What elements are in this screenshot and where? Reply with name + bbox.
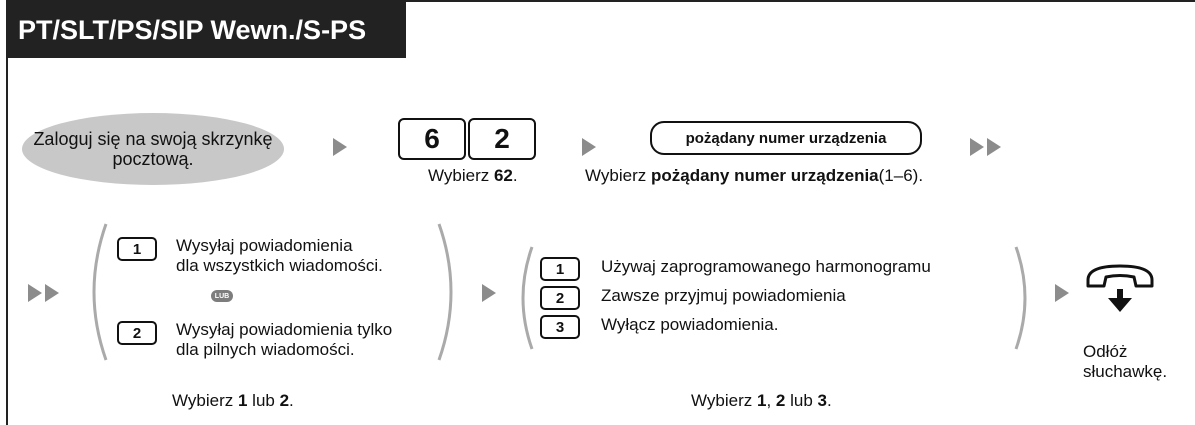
arrow-right-icon xyxy=(333,138,347,156)
option-key-3: 3 xyxy=(540,315,580,339)
caption-bold: 1 xyxy=(756,391,767,410)
left-parenthesis xyxy=(521,246,534,350)
caption-text: lub xyxy=(247,391,280,410)
caption-bold: 62 xyxy=(493,166,513,185)
caption-text: Wybierz xyxy=(585,166,651,185)
arrow-right-icon xyxy=(1055,284,1069,302)
page-title: PT/SLT/PS/SIP Wewn./S-PS xyxy=(8,2,406,58)
caption-text: (1–6). xyxy=(878,166,924,185)
option-label: dla pilnych wiadomości. xyxy=(176,340,355,359)
caption-text: . xyxy=(512,166,518,185)
caption-bold: 2 xyxy=(775,391,786,410)
key-2: 2 xyxy=(468,118,536,160)
step2-caption: Wybierz 62. xyxy=(428,166,518,186)
arrow-right-icon xyxy=(482,284,496,302)
hangup-label: słuchawkę. xyxy=(1083,362,1168,381)
option-key-2: 2 xyxy=(117,321,157,345)
double-arrow-right-icon xyxy=(987,138,1001,156)
option-key-1: 1 xyxy=(540,257,580,281)
caption-bold: pożądany numer urządzenia xyxy=(650,166,879,185)
caption-text: lub xyxy=(785,391,818,410)
right-parenthesis xyxy=(1014,246,1027,350)
option-label: Wysyłaj powiadomienia tylko xyxy=(176,320,393,339)
caption-text: Wybierz xyxy=(172,391,238,410)
arrow-right-icon xyxy=(582,138,596,156)
frame-left-border xyxy=(6,0,8,425)
group2-caption: Wybierz 1, 2 lub 3. xyxy=(691,391,832,411)
step3-caption: Wybierz pożądany numer urządzenia(1–6). xyxy=(585,166,923,186)
caption-bold: 3 xyxy=(817,391,827,410)
handset-hangup-icon xyxy=(1086,264,1154,312)
option-label: Wysyłaj powiadomienia xyxy=(176,236,353,255)
caption-text: Wybierz xyxy=(691,391,757,410)
group1-caption: Wybierz 1 lub 2. xyxy=(172,391,294,411)
caption-bold: 1 xyxy=(237,391,248,410)
caption-text: Wybierz xyxy=(428,166,494,185)
or-badge: LUB xyxy=(211,290,233,302)
option-label: dla wszystkich wiadomości. xyxy=(176,256,383,275)
key-6: 6 xyxy=(398,118,466,160)
frame-top-border xyxy=(6,0,1195,2)
caption-text: , xyxy=(766,391,776,410)
caption-bold: 2 xyxy=(279,391,290,410)
caption-text: . xyxy=(289,391,294,410)
double-arrow-right-icon xyxy=(45,284,59,302)
extension-number-pill: pożądany numer urządzenia xyxy=(650,121,922,155)
option-label: Zawsze przyjmuj powiadomienia xyxy=(601,286,846,305)
option-key-1: 1 xyxy=(117,237,157,261)
option-label: Używaj zaprogramowanego harmonogramu xyxy=(601,257,931,276)
caption-text: . xyxy=(826,391,832,410)
login-mailbox-oval: Zaloguj się na swoją skrzynkę pocztową. xyxy=(22,113,284,185)
right-parenthesis xyxy=(437,223,453,361)
option-key-2: 2 xyxy=(540,286,580,310)
double-arrow-right-icon xyxy=(970,138,984,156)
left-parenthesis xyxy=(92,223,108,361)
option-label: Wyłącz powiadomienia. xyxy=(601,315,779,334)
hangup-label: Odłóż xyxy=(1083,342,1128,361)
double-arrow-right-icon xyxy=(28,284,42,302)
